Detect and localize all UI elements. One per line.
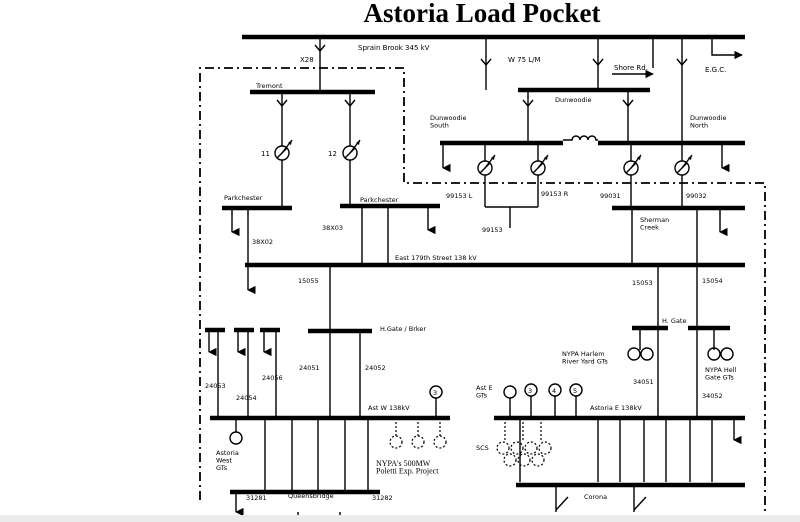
nypa-hell-gate-label: NYPA Hell Gate GTs	[705, 366, 738, 382]
feeder-99031-label: 99031	[600, 192, 621, 200]
gen-4e-label: 4	[552, 387, 556, 395]
x28-label: X28	[300, 56, 314, 64]
generator-3-icon	[429, 385, 443, 399]
feeder-15055-label: 15055	[298, 277, 319, 285]
dunwoodie-label: Dunwoodie	[555, 96, 591, 104]
shore-rd-label: Shore Rd.	[614, 64, 648, 72]
feeder-31281-label: 31281	[246, 494, 267, 502]
phase-shifter-icon	[530, 154, 549, 176]
east-179th-label: East 179th Street 138 kV	[395, 254, 477, 262]
phase-shifter-12-icon	[342, 139, 361, 161]
feeder-34052-label: 34052	[702, 392, 723, 400]
hgate-brker-label: H.Gate / Brker	[380, 325, 426, 333]
nypa-harlem-label: NYPA Harlem River Yard GTs	[562, 350, 608, 366]
gen-3-label: 3	[433, 389, 437, 397]
feeder-24051-label: 24051	[299, 364, 320, 372]
planned-generator-icon	[510, 441, 524, 455]
parkchester-1-label: Parkchester	[224, 194, 263, 202]
planned-generator-icon	[389, 435, 403, 449]
pst-12-label: 12	[328, 150, 337, 158]
feeder-15054-label: 15054	[702, 277, 723, 285]
feeder-99153l-label: 99153 L	[446, 192, 473, 200]
tremont-label: Tremont	[255, 82, 283, 90]
planned-generator-icon	[531, 453, 545, 467]
generator-icon	[229, 431, 243, 445]
pst-11-label: 11	[261, 150, 270, 158]
generator-icon	[627, 347, 641, 361]
phase-shifter-icon	[477, 154, 496, 176]
corona-label: Corona	[584, 493, 607, 501]
egc-feed	[711, 37, 743, 60]
feeder-99032-label: 99032	[686, 192, 707, 200]
gen-5e-label: 5	[573, 387, 577, 395]
egc-label: E.G.C.	[705, 66, 726, 74]
feeder-38x03-label: 38X03	[322, 224, 343, 232]
planned-generator-icon	[433, 435, 447, 449]
w75-label: W 75 L/M	[508, 56, 541, 64]
generator-icon	[503, 385, 517, 399]
planned-generator-icon	[538, 441, 552, 455]
feeder-24054-label: 24054	[236, 394, 257, 402]
dunwoodie-south-label: Dunwoodie South	[430, 114, 469, 130]
feeder-15053-label: 15053	[632, 279, 653, 287]
feeder-34051-label: 34051	[633, 378, 654, 386]
parkchester-2-label: Parkchester	[360, 196, 399, 204]
feeder-24053-label: 24053	[205, 382, 226, 390]
load-pocket-boundary	[199, 67, 766, 515]
feeder-24052-label: 24052	[365, 364, 386, 372]
gen-3e-label: 3	[528, 387, 532, 395]
sherman-creek-label: Sherman Creek	[640, 216, 671, 232]
planned-generator-icon	[496, 441, 510, 455]
feeder-24056-label: 24056	[262, 374, 283, 382]
planned-generator-icon	[524, 441, 538, 455]
sprain-brook-label: Sprain Brook 345 kV	[358, 44, 430, 52]
planned-generator-icon	[517, 453, 531, 467]
phase-shifter-11-icon	[274, 139, 293, 161]
phase-shifter-icon	[674, 154, 693, 176]
feeder-31282-label: 31282	[372, 494, 393, 502]
phase-shifter-icon	[623, 154, 642, 176]
feeder-38x02-label: 38X02	[252, 238, 273, 246]
page-title: Astoria Load Pocket	[364, 0, 601, 28]
reactor-icon	[563, 135, 598, 141]
astoria-east-bus-label: Astoria E 138kV	[590, 404, 642, 412]
planned-generator-icon	[411, 435, 425, 449]
planned-generator-icon	[503, 453, 517, 467]
generator-icon	[707, 347, 721, 361]
scs-label: SCS	[476, 444, 489, 452]
generator-icon	[640, 347, 654, 361]
nypa-poletti-label: NYPA's 500MW Poletti Exp. Project	[376, 459, 439, 476]
astoria-west-bus-label: Ast W 138kV	[368, 404, 410, 412]
bottom-scroll-strip	[0, 515, 800, 522]
feeder-99153-label: 99153	[482, 226, 503, 234]
dunwoodie-north-label: Dunwoodie North	[690, 114, 729, 130]
queensbridge-label: Queensbridge	[288, 492, 334, 500]
hgate-label: H. Gate	[662, 317, 686, 325]
feeder-99153r-label: 99153 R	[541, 190, 569, 198]
generator-icon	[720, 347, 734, 361]
ast-e-gts-label: Ast E GTs	[476, 384, 495, 400]
